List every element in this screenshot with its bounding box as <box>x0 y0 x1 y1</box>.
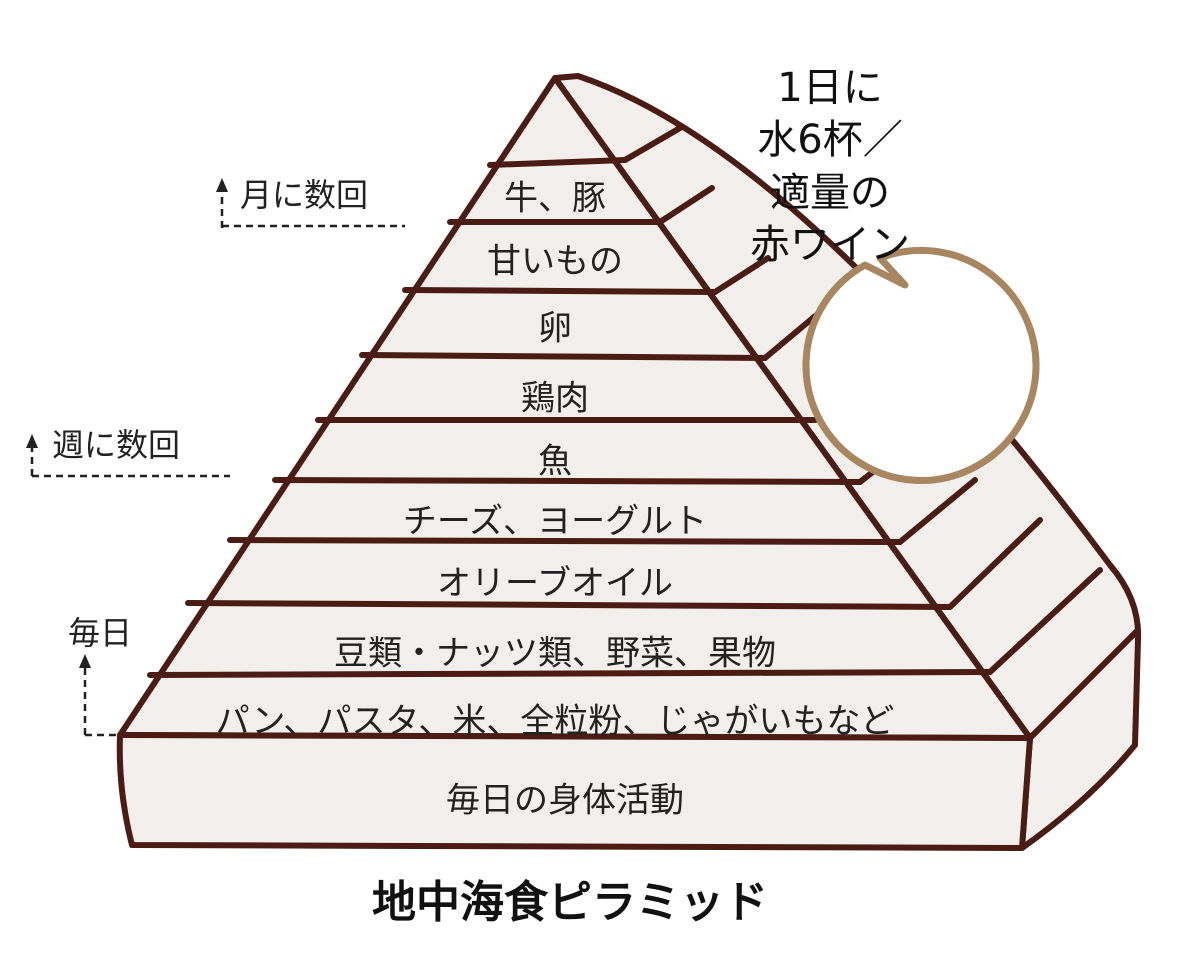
pyramid-side-face <box>552 73 1142 851</box>
tier-label: 牛、豚 <box>504 178 606 219</box>
frequency-guides <box>30 192 405 737</box>
tier-label: オリーブオイル <box>437 563 673 604</box>
tier-lines <box>147 125 1141 741</box>
tier-label: 卵 <box>538 308 572 349</box>
tier-label: 毎日の身体活動 <box>446 780 684 821</box>
tier-label: パン、パスタ、米、全粒粉、じゃがいもなど <box>215 701 895 742</box>
bubble-line: 水6杯／ <box>757 117 903 163</box>
tier-label: 豆類・ナッツ類、野菜、果物 <box>334 633 776 674</box>
tier-label: 鶏肉 <box>521 378 589 419</box>
pyramid-base <box>116 732 1033 851</box>
bubble-line: 適量の <box>770 170 890 216</box>
diagram-title: 地中海食ピラミッド <box>372 877 768 928</box>
bubble-line: 赤ワイン <box>750 222 910 268</box>
arrow-icons <box>26 178 228 668</box>
frequency-monthly: 月に数回 <box>240 176 369 214</box>
arrow-up-icon <box>26 434 38 448</box>
frequency-weekly: 週に数回 <box>52 426 181 464</box>
bubble-line: 1日に <box>777 65 883 111</box>
arrow-up-icon <box>216 178 228 192</box>
tier-label: チーズ、ヨーグルト <box>402 501 708 542</box>
tier-label: 魚 <box>538 441 572 482</box>
tier-label: 甘いもの <box>487 241 623 282</box>
speech-bubble <box>802 246 1040 484</box>
arrow-up-icon <box>79 654 91 668</box>
frequency-daily: 毎日 <box>68 614 133 652</box>
